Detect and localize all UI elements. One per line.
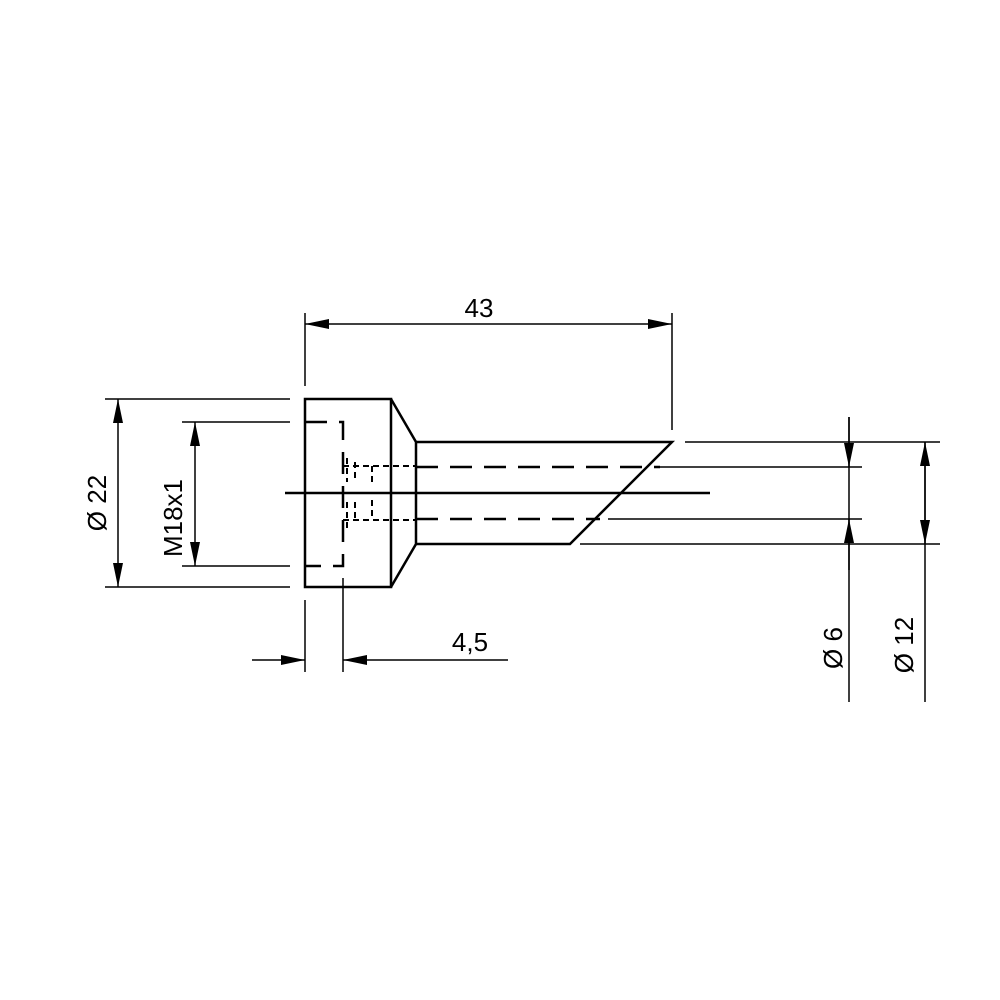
thread-hidden-detail bbox=[343, 458, 416, 528]
continuation-lines bbox=[608, 466, 862, 520]
dim-label-4-5: 4,5 bbox=[452, 627, 488, 657]
dimension-lines bbox=[113, 319, 930, 665]
dim-label-43: 43 bbox=[465, 293, 494, 323]
dim-label-d6: Ø 6 bbox=[818, 627, 848, 669]
dim-label-d12: Ø 12 bbox=[889, 617, 919, 673]
dim-label-m18x1: M18x1 bbox=[158, 479, 188, 557]
extension-lines bbox=[105, 313, 940, 702]
dim-label-d22: Ø 22 bbox=[82, 475, 112, 531]
